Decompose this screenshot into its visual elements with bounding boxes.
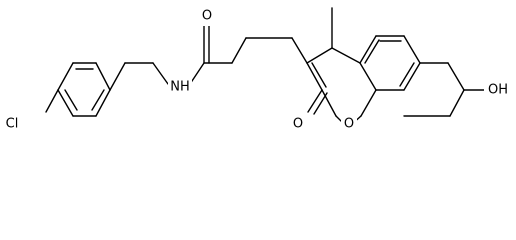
bond	[95, 62, 111, 91]
bond	[57, 89, 74, 117]
double-bond	[311, 62, 327, 88]
bond	[403, 62, 421, 91]
amide-nitrogen-label: NH	[170, 80, 190, 95]
bond	[306, 47, 333, 64]
bond	[109, 62, 126, 91]
double-bond	[306, 62, 323, 91]
pyranone-ring	[306, 47, 377, 126]
benzo-ring	[359, 35, 421, 91]
bond	[321, 89, 337, 117]
chlorine-label: Cl	[6, 117, 19, 132]
bond	[95, 89, 111, 117]
double-bond	[64, 89, 78, 111]
ring-oxygen-label: O	[344, 117, 354, 132]
bond	[331, 47, 361, 64]
bond	[152, 62, 169, 85]
double-bond-lactone-co	[313, 92, 328, 115]
double-bond	[91, 89, 105, 111]
bond	[359, 35, 377, 64]
hydroxyl-label: OH	[488, 83, 508, 98]
bond	[189, 62, 205, 85]
molecule-structure: Cl NH O O O OH	[5, 7, 509, 132]
chlorophenyl-ring	[57, 62, 111, 117]
bond	[231, 37, 247, 64]
bond	[359, 62, 377, 91]
lactone-carbonyl-oxygen-label: O	[293, 117, 303, 132]
bond-c-oh	[449, 89, 465, 117]
double-bond-lactone-co	[307, 89, 323, 113]
bond	[291, 37, 308, 64]
bond	[360, 89, 377, 117]
bond	[403, 35, 421, 64]
bond	[57, 62, 74, 91]
double-bond	[364, 39, 380, 64]
amide-oxygen-label: O	[202, 9, 212, 24]
bond-c-cl	[45, 89, 59, 113]
bond-c-oh	[447, 62, 465, 91]
double-bond	[399, 62, 415, 87]
